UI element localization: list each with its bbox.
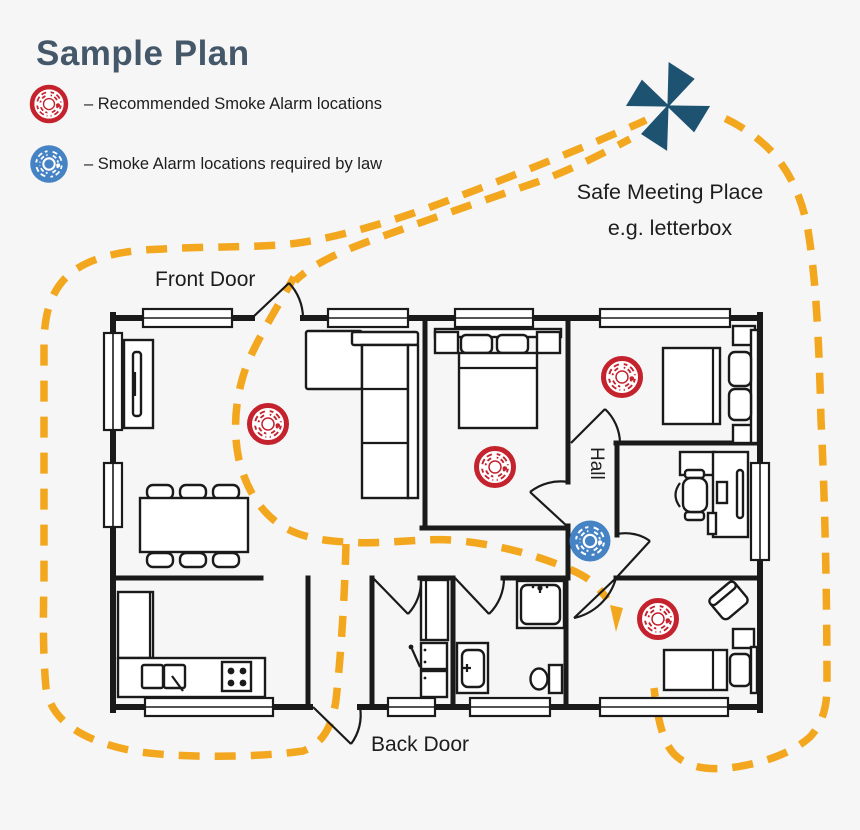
doors [251,282,651,745]
laundry-units [408,578,450,699]
legend-item-required: – Smoke Alarm locations required by law [27,142,382,186]
escape-route-bedroom-window [650,112,831,773]
smoke-alarm-red-icon [640,601,677,638]
smoke-alarm-red-icon [477,449,514,486]
route-direction-arrow [610,605,623,632]
bathroom-door [454,577,506,615]
meeting-place-star-icon [625,62,711,151]
back-door-swing [312,706,362,745]
legend-label: – Recommended Smoke Alarm locations [84,94,383,113]
smoke-alarm-blue-icon [567,518,613,564]
bedroom2-bed [661,324,760,445]
bedroom3-furniture [662,580,759,695]
escape-route-frontdoor [292,135,632,284]
escape-route-interior [231,275,611,602]
bedroom3-door [573,577,618,620]
legend-label: – Smoke Alarm locations required by law [84,154,383,173]
kitchen-counter [116,590,267,699]
laundry-door [372,577,423,615]
sofa [304,329,420,500]
hall-label: Hall [586,447,607,480]
page-title: Sample Plan [36,34,250,73]
front-door-swing [251,282,305,319]
back-door-label: Back Door [371,733,470,756]
meeting-line2: e.g. letterbox [607,216,733,240]
main-bedroom-door [529,480,569,528]
escape-routes [39,112,831,773]
meeting-line1: Safe Meeting Place [576,180,764,204]
front-door-label: Front Door [155,268,256,291]
legend: – Recommended Smoke Alarm locations – Sm… [27,82,382,202]
bathroom-fixtures [455,579,566,695]
dining-table [138,483,250,569]
smoke-alarm-red-icon [250,406,287,443]
safe-meeting-place-label: Safe Meeting Place e.g. letterbox [520,174,820,246]
furniture [116,324,760,699]
tv-unit [122,338,155,430]
smoke-alarm-red-icon [604,359,641,396]
windows [102,307,771,718]
smoke-alarm-blue-icon [28,143,70,185]
smoke-alarm-red-icon [27,82,71,126]
escape-route-backdoor-loop [39,116,648,760]
main-bed [433,327,563,430]
bedroom2-door [570,408,622,444]
study-desk [674,450,750,539]
study-door [616,532,651,578]
legend-item-recommended: – Recommended Smoke Alarm locations [27,82,382,126]
